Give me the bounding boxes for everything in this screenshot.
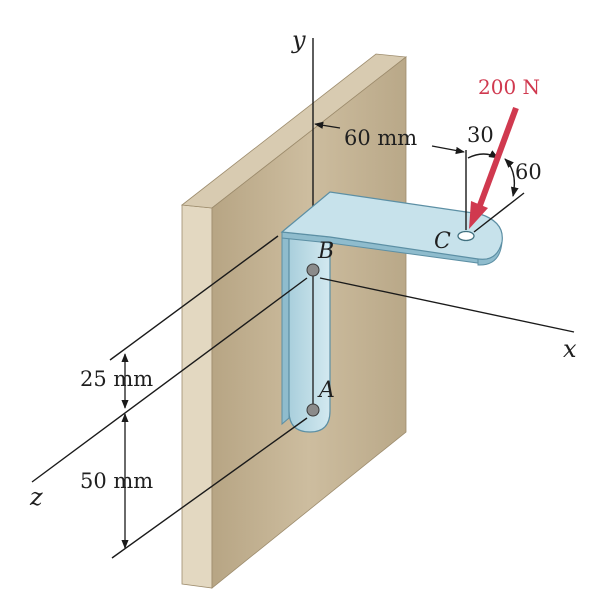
angle-30-arc [467,150,499,159]
bracket-arm-end-edge [477,241,503,266]
angle-60-label: 60 [515,160,542,184]
point-b-label: B [317,239,334,264]
bracket [280,191,503,433]
dim-60mm-label: 60 mm [344,126,417,150]
dim-25-label: 25 mm [80,367,153,391]
force-arrow [469,106,519,229]
y-axis-label: y [291,26,306,54]
x-axis-line [319,277,575,333]
c-inclined-reference [473,192,525,233]
point-a-marker [306,403,320,417]
extension-line-a [111,417,308,559]
force-label: 200 N [478,75,540,99]
hole-c [457,230,475,242]
point-c-label: C [434,229,451,254]
extension-line-top [109,235,279,361]
wall-side-face [181,204,213,589]
point-a-label: A [317,378,335,403]
dim-60mm-arrow-left [314,121,341,129]
angle-30-label: 30 [467,123,494,147]
point-b-marker [306,263,320,277]
z-axis-label: z [29,483,43,511]
bracket-vertical-leg-side [281,224,290,426]
force-arrow-head [469,201,488,229]
dim-50-label: 50 mm [80,469,153,493]
x-axis-label: x [563,335,577,363]
angle-60-arc [504,158,519,197]
force-arrow-shaft [476,106,519,210]
bracket-vertical-leg [288,229,331,433]
z-axis-line [31,277,308,483]
dim-60mm-arrow-right [431,145,465,155]
